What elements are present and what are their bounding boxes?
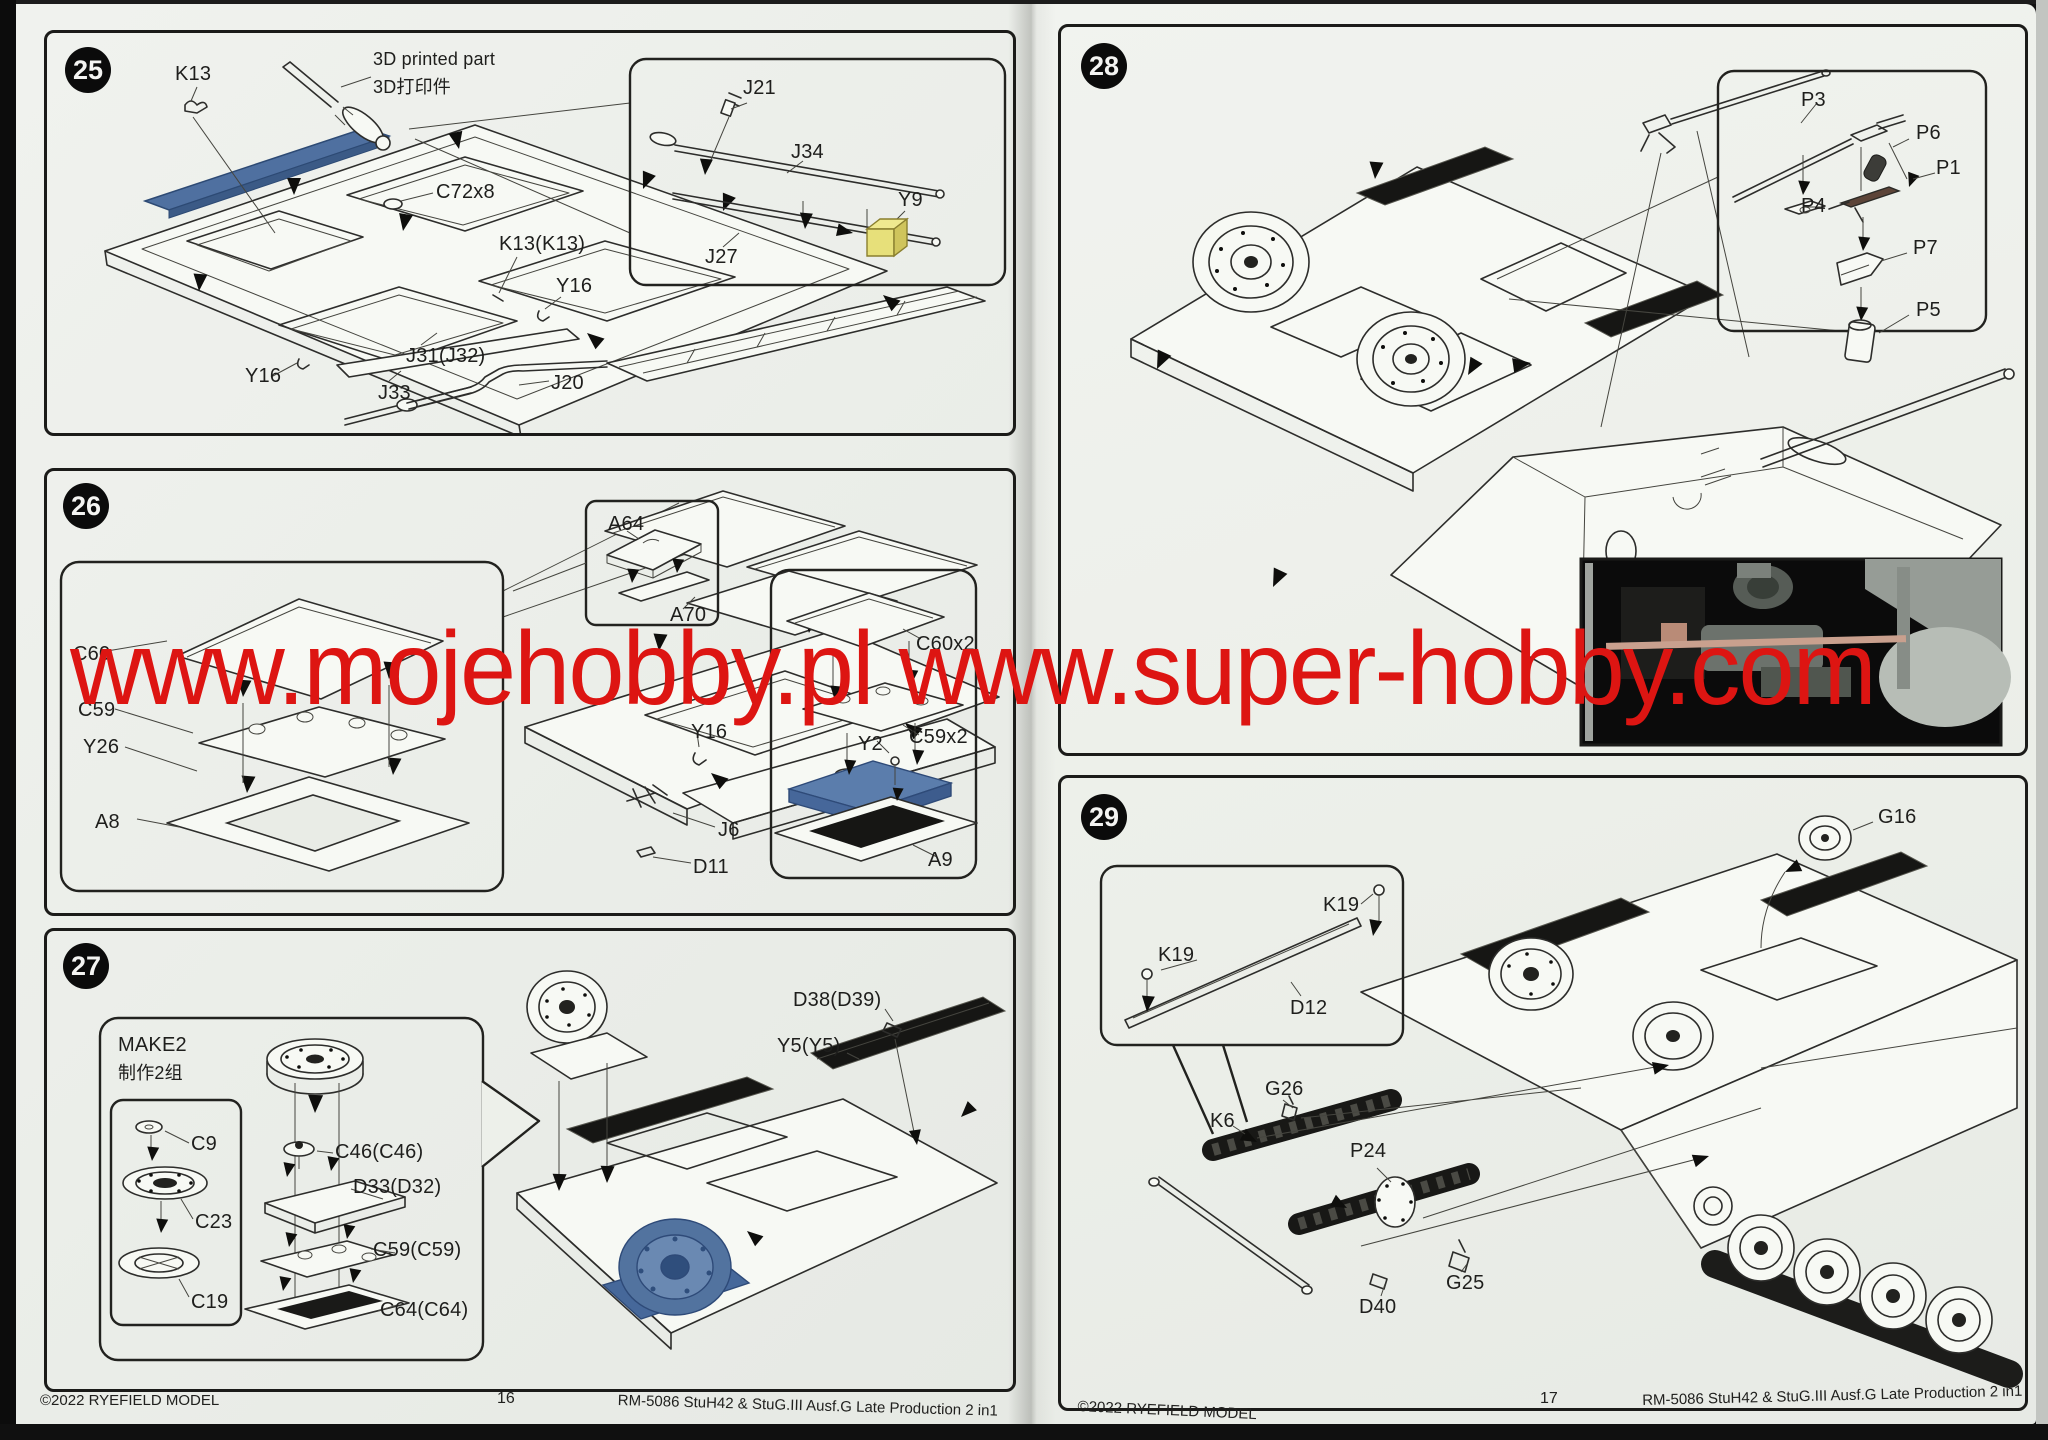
part-label-c60x2: C60x2 <box>916 633 975 655</box>
watermark-text: www.mojehobby.pl www.super-hobby.com <box>70 611 1877 727</box>
step-number-badge: 26 <box>63 483 109 529</box>
note-3d-printed-part-zh: 3D打印件 <box>373 77 452 97</box>
part-label-p3: P3 <box>1801 89 1826 111</box>
step-number-badge: 27 <box>63 943 109 989</box>
part-label-d33: D33(D32) <box>353 1176 442 1198</box>
part-label-c60: C60 <box>73 643 111 665</box>
step-number-badge: 29 <box>1081 794 1127 840</box>
step-26-diagram <box>59 490 1000 893</box>
note-make2-en: MAKE2 <box>118 1034 187 1056</box>
step-25-diagram <box>104 57 1007 433</box>
part-label-g25: G25 <box>1446 1272 1485 1294</box>
part-label-c46: C46(C46) <box>335 1141 424 1163</box>
part-label-c59: C59 <box>78 699 116 721</box>
part-label-c64: C64(C64) <box>380 1299 469 1321</box>
step-28-panel: 28 P3 P6 P1 P4 P7 P5 <box>1058 24 2028 756</box>
step-29-diagram <box>1099 815 2023 1388</box>
step-26-panel: 26 C60 C59 Y26 A8 A64 A70 C60x2 C59x2 Y2… <box>44 468 1016 916</box>
part-label-y16: Y16 <box>691 721 728 743</box>
part-label-d40: D40 <box>1359 1296 1397 1318</box>
part-label-c9: C9 <box>191 1133 217 1155</box>
part-label-c59c59: C59(C59) <box>373 1239 462 1261</box>
part-label-k19-right: K19 <box>1323 894 1360 916</box>
part-label-y5: Y5(Y5) <box>777 1035 841 1057</box>
step-number-badge: 25 <box>65 47 111 93</box>
part-label-d12: D12 <box>1290 997 1328 1019</box>
part-label-a70: A70 <box>670 604 707 626</box>
part-label-j34: J34 <box>791 141 824 163</box>
part-label-j21: J21 <box>743 77 776 99</box>
step-28-diagram <box>1130 69 2015 747</box>
part-label-c23: C23 <box>195 1211 233 1233</box>
part-label-y9: Y9 <box>898 189 923 211</box>
part-label-d11: D11 <box>693 856 729 878</box>
step-number-badge: 28 <box>1081 43 1127 89</box>
part-label-p5: P5 <box>1916 299 1941 321</box>
part-label-k19-left: K19 <box>1158 944 1195 966</box>
step-27-panel: 27 MAKE2 制作2组 C9 C23 C19 C46(C46) D33(D3… <box>44 928 1016 1392</box>
part-label-y2: Y2 <box>858 733 883 755</box>
footer-left-page-number: 16 <box>497 1390 515 1407</box>
part-label-y16-right: Y16 <box>556 275 593 297</box>
scan-edge-bottom <box>0 1424 2048 1440</box>
part-label-c19: C19 <box>191 1291 229 1313</box>
part-label-d38: D38(D39) <box>793 989 882 1011</box>
part-label-j33: J33 <box>378 382 411 404</box>
part-label-p6: P6 <box>1916 122 1941 144</box>
footer-right-page-number: 17 <box>1540 1390 1558 1407</box>
part-label-j6: J6 <box>718 819 740 841</box>
part-label-g26: G26 <box>1265 1078 1304 1100</box>
scan-edge-left <box>0 0 16 1440</box>
note-make2-zh: 制作2组 <box>118 1063 183 1083</box>
part-label-j27: J27 <box>705 246 738 268</box>
part-label-y16-left: Y16 <box>245 365 282 387</box>
page-gutter-shadow <box>1008 4 1056 1424</box>
part-label-k6: K6 <box>1210 1110 1235 1132</box>
part-label-k13k13: K13(K13) <box>499 233 586 255</box>
part-label-c72x8: C72x8 <box>436 181 495 203</box>
part-label-c59x2: C59x2 <box>909 726 968 748</box>
part-label-a8: A8 <box>95 811 120 833</box>
part-label-j31j32: J31(J32) <box>406 345 486 367</box>
footer-left-copyright: ©2022 RYEFIELD MODEL <box>40 1392 220 1409</box>
part-label-k13: K13 <box>175 63 212 85</box>
part-label-a64: A64 <box>608 513 645 535</box>
part-label-g16: G16 <box>1878 806 1917 828</box>
part-label-j20: J20 <box>551 372 584 394</box>
scan-edge-right <box>2036 0 2048 1440</box>
photo-inset <box>1579 557 2011 747</box>
part-label-p24: P24 <box>1350 1140 1387 1162</box>
part-label-p7: P7 <box>1913 237 1938 259</box>
note-3d-printed-part-en: 3D printed part <box>373 49 496 69</box>
part-label-p1: P1 <box>1936 157 1961 179</box>
part-label-y26: Y26 <box>83 736 120 758</box>
step-29-panel: 29 K19 K19 D12 G16 G26 K6 P24 G25 D40 <box>1058 775 2028 1411</box>
step-25-panel: 25 K13 3D printed part 3D打印件 C72x8 K13(K… <box>44 30 1016 436</box>
part-label-a9: A9 <box>928 849 953 871</box>
scan-edge-top <box>0 0 2048 4</box>
step-27-diagram <box>98 970 1007 1362</box>
part-label-p4: P4 <box>1801 195 1826 217</box>
